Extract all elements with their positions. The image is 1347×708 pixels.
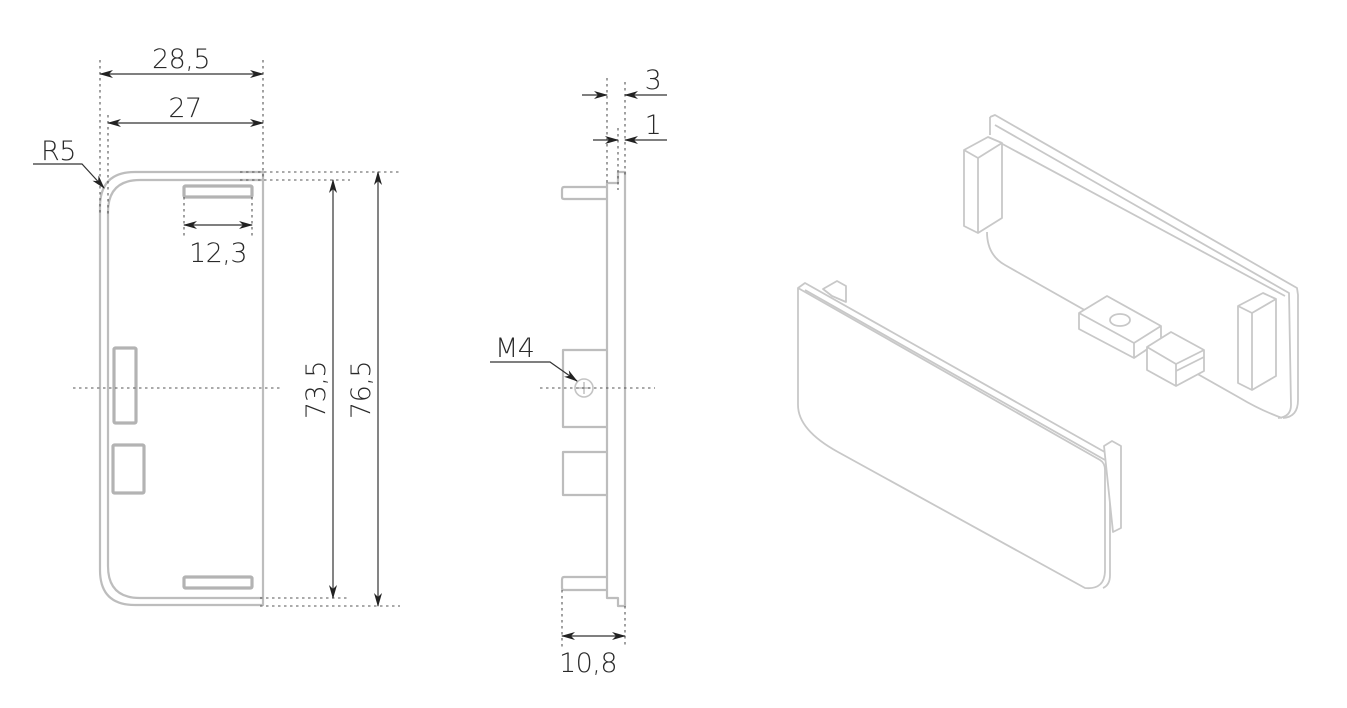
iso-view <box>797 114 1299 590</box>
dim-inner-height: 73,5 <box>301 361 332 419</box>
rear-cap-rim <box>989 114 1299 419</box>
rear-cap-plate-top <box>994 139 1286 297</box>
front-cap-left-tab <box>822 280 847 303</box>
boss-hole-icon <box>1109 313 1131 327</box>
radius-arrow <box>92 175 105 189</box>
dim-overall-depth: 10,8 <box>559 648 617 679</box>
block-edge <box>1175 349 1205 365</box>
iso-front-cap <box>797 280 1122 590</box>
block-edge <box>1146 346 1177 365</box>
boss-edge <box>1133 325 1162 344</box>
dim-lip-thickness: 1 <box>645 110 662 141</box>
dim-corner-radius: R5 <box>41 136 76 167</box>
side-slot-lower <box>111 443 146 495</box>
side-slot-upper <box>112 346 138 425</box>
front-cap-face <box>797 287 1106 590</box>
dim-overall-height: 76,5 <box>346 361 377 419</box>
side-view-top-tab <box>560 185 609 201</box>
boss-edge <box>1078 312 1135 344</box>
iso-rear-cap <box>963 114 1299 419</box>
tab-edge <box>977 142 1003 159</box>
dim-flange-thickness: 3 <box>645 65 662 96</box>
block-groove <box>1175 356 1205 372</box>
radius-leader <box>33 163 105 189</box>
tab-edge <box>1237 305 1253 314</box>
dim-overall-width: 28,5 <box>152 44 210 75</box>
dim-inner-width: 27 <box>168 93 201 124</box>
rear-cap-left-tab <box>963 136 1003 234</box>
tab-edge <box>963 149 979 159</box>
dim-slot-width: 12,3 <box>189 238 247 269</box>
side-view-lower-block <box>561 450 609 497</box>
m4-hole-icon <box>574 378 594 398</box>
thread-arrow <box>564 370 578 382</box>
side-view-bottom-tab <box>560 575 609 592</box>
tab-edge <box>1251 298 1277 314</box>
front-cap-bevel <box>804 289 1106 461</box>
rear-cap-right-tab <box>1237 292 1277 391</box>
front-view-outer-contour <box>98 170 265 607</box>
dim-thread: M4 <box>495 333 534 364</box>
rear-cap-small-block <box>1146 331 1205 387</box>
side-view-plate <box>605 170 627 608</box>
bottom-slot <box>182 575 254 590</box>
front-view-inner-contour <box>106 178 265 600</box>
front-view: 28,5 27 R5 12,3 73,5 76,5 <box>33 44 400 607</box>
side-view-boss <box>561 348 609 429</box>
side-view: 3 1 M4 10,8 <box>490 65 667 679</box>
top-slot <box>182 184 254 199</box>
front-cap-right-tab <box>1103 440 1122 533</box>
